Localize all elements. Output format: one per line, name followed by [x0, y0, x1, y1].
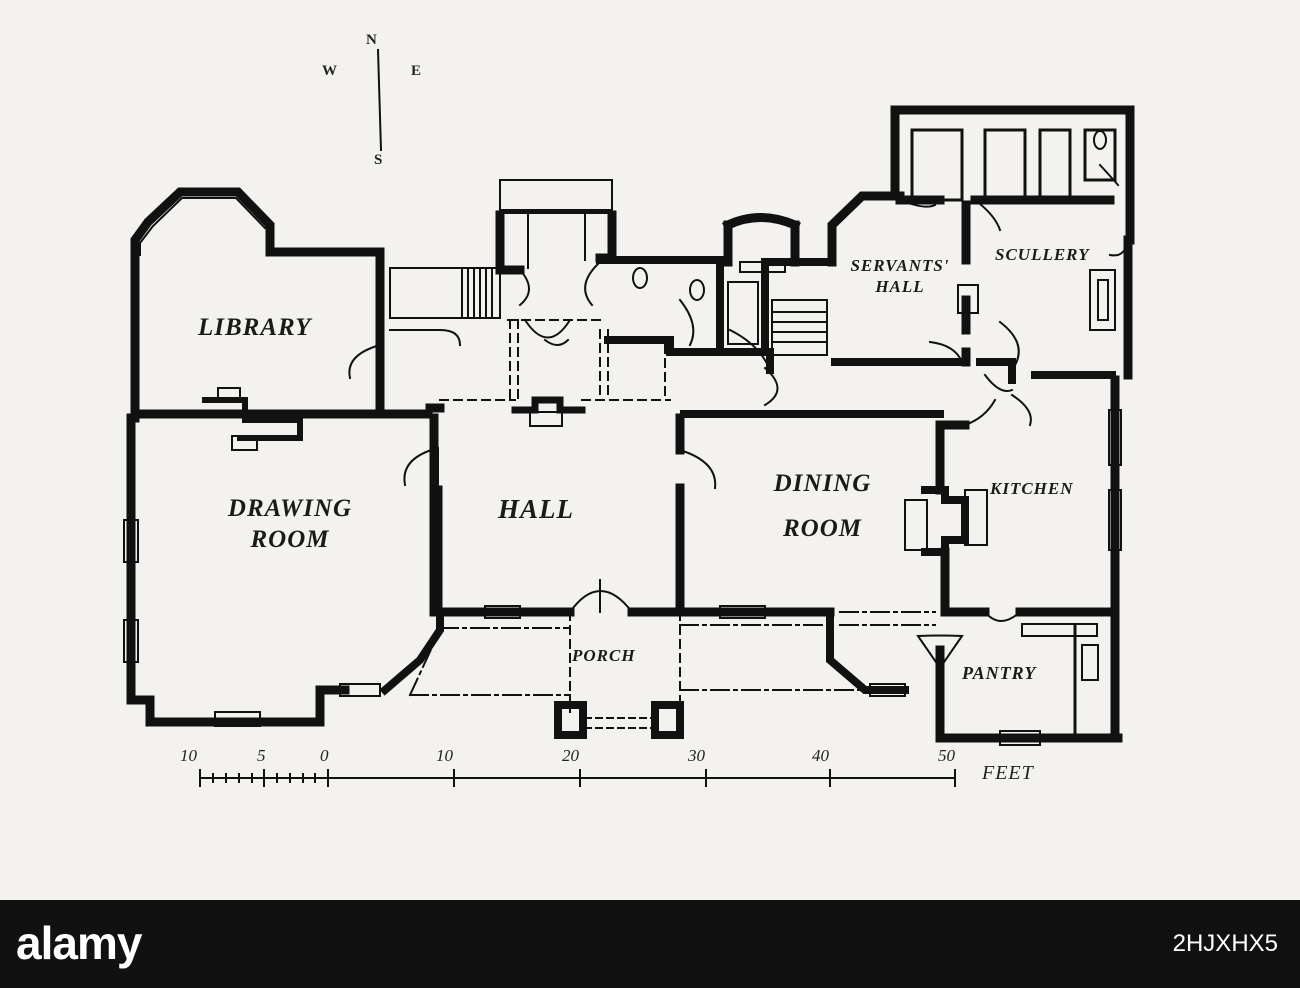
- scale-bar: [199, 769, 956, 787]
- room-label-line: DRAWING: [227, 495, 353, 522]
- hall-screens: [439, 319, 671, 401]
- compass-south-label: S: [374, 152, 383, 168]
- scale-label: 50: [938, 746, 955, 765]
- room-label-dining-room: DINING ROOM: [740, 468, 905, 545]
- dining-room-walls: [679, 420, 950, 617]
- kitchen-windows: [999, 409, 1122, 746]
- hall-fireplace: [511, 396, 586, 427]
- room-label-hall: HALL: [498, 494, 574, 524]
- scale-label: 0: [320, 746, 329, 765]
- north-entrance: [495, 179, 617, 275]
- brand-logo: alamy: [16, 917, 142, 969]
- wc-fixtures: [632, 267, 759, 345]
- drawing-fireplace: [202, 387, 303, 451]
- room-label-line: ROOM: [250, 526, 330, 554]
- compass-north-label: N: [366, 32, 377, 48]
- room-label-servants-hall: SERVANTS' HALL: [845, 255, 955, 298]
- compass-west-label: W: [322, 63, 337, 79]
- room-label-library: LIBRARY: [198, 314, 312, 341]
- room-label-kitchen: KITCHEN: [990, 479, 1074, 498]
- scale-label: 10: [180, 746, 197, 765]
- room-label-line: ROOM: [782, 515, 862, 543]
- kitchen-walls: [935, 375, 1123, 743]
- hall-walls: [425, 403, 685, 617]
- compass-east-label: E: [411, 63, 422, 79]
- scale-label: 30: [688, 746, 705, 765]
- dining-bay: [826, 616, 909, 694]
- main-staircase: [389, 267, 501, 347]
- scale-label: 40: [812, 746, 829, 765]
- watermark-footer: alamy 2HJXHX5: [0, 900, 1300, 988]
- room-label-pantry: PANTRY: [962, 663, 1037, 683]
- room-label-line: HALL: [875, 277, 925, 297]
- image-id-label: 2HJXHX5: [1172, 930, 1278, 957]
- lobby-block-walls: [596, 256, 836, 356]
- room-label-line: SERVANTS': [850, 256, 950, 275]
- library-walls: [130, 187, 385, 423]
- scullery-fixtures: [957, 269, 1116, 331]
- room-label-scullery: SCULLERY: [995, 245, 1090, 264]
- floor-plan-figure: N W E S LIBRARY DRAWING ROOM HALL DINING…: [123, 32, 1135, 787]
- door-swings: [348, 163, 1130, 670]
- scale-unit-label: FEET: [982, 762, 1034, 784]
- floor-plan-drawing: [123, 48, 1135, 787]
- scale-label: 10: [436, 746, 453, 765]
- room-label-drawing-room: DRAWING ROOM: [200, 493, 380, 556]
- terrace-lines: [408, 611, 936, 697]
- room-label-line: DINING: [773, 470, 872, 497]
- porch: [484, 605, 684, 739]
- library-bay-windows: [139, 197, 267, 256]
- wc-compartments: [910, 128, 1117, 202]
- compass-needle: [376, 48, 383, 152]
- scale-label: 5: [257, 746, 266, 765]
- drawing-room-walls: [126, 409, 439, 727]
- service-corridor: [680, 356, 1116, 418]
- drawing-bay: [379, 608, 444, 696]
- back-stair: [722, 213, 828, 356]
- dining-windows: [719, 605, 906, 697]
- drawing-windows: [123, 519, 381, 727]
- room-label-porch: PORCH: [572, 646, 636, 665]
- dining-fireplace: [904, 486, 988, 556]
- scale-label: 20: [562, 746, 579, 765]
